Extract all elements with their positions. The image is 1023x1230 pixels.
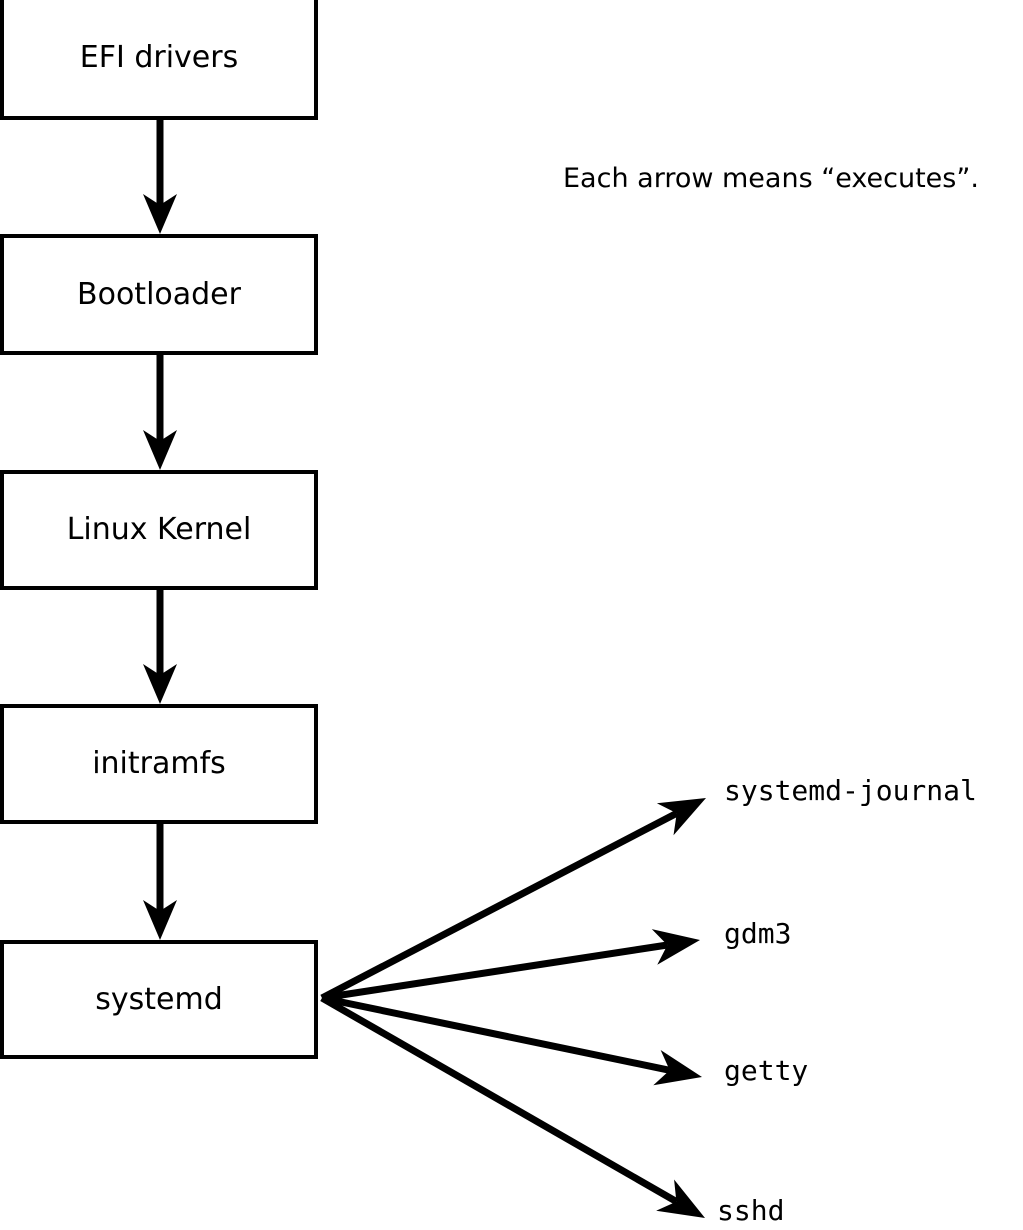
process-box-label: Bootloader [77,276,241,312]
chain-arrow-group [143,120,177,940]
service-label-gdm3[interactable]: gdm3 [724,917,792,950]
fan-arrow-group [320,798,706,1218]
fan-arrow-shaft [321,994,671,1074]
process-box-linux-kernel[interactable]: Linux Kernel [0,470,318,590]
chain-arrow-head [143,664,177,704]
fan-arrow-head [651,929,700,965]
chain-arrow-head [143,430,177,470]
process-box-label: systemd [95,981,223,1017]
process-box-initramfs[interactable]: initramfs [0,704,318,824]
service-label-getty[interactable]: getty [724,1054,809,1087]
process-box-bootloader[interactable]: Bootloader [0,234,318,355]
fan-arrow-shaft [320,810,679,1002]
process-box-label: EFI drivers [79,40,239,75]
service-label-sshd[interactable]: sshd [717,1194,785,1227]
fan-arrow-head [656,1179,705,1218]
fan-arrow-shaft [320,994,679,1205]
fan-arrow-head [656,798,706,836]
process-box-label: initramfs [92,746,226,781]
chain-arrow-head [143,900,177,940]
diagram-caption: Each arrow means “executes”. [563,163,979,194]
fan-arrow-head [653,1050,702,1086]
service-label-systemd-journal[interactable]: systemd-journal [724,774,977,807]
process-box-efi-drivers[interactable]: EFI drivers [0,0,318,120]
fan-arrow-shaft [321,941,668,1002]
process-box-label: Linux Kernel [66,512,252,547]
chain-arrow-head [143,194,177,234]
process-box-systemd[interactable]: systemd [0,940,318,1059]
